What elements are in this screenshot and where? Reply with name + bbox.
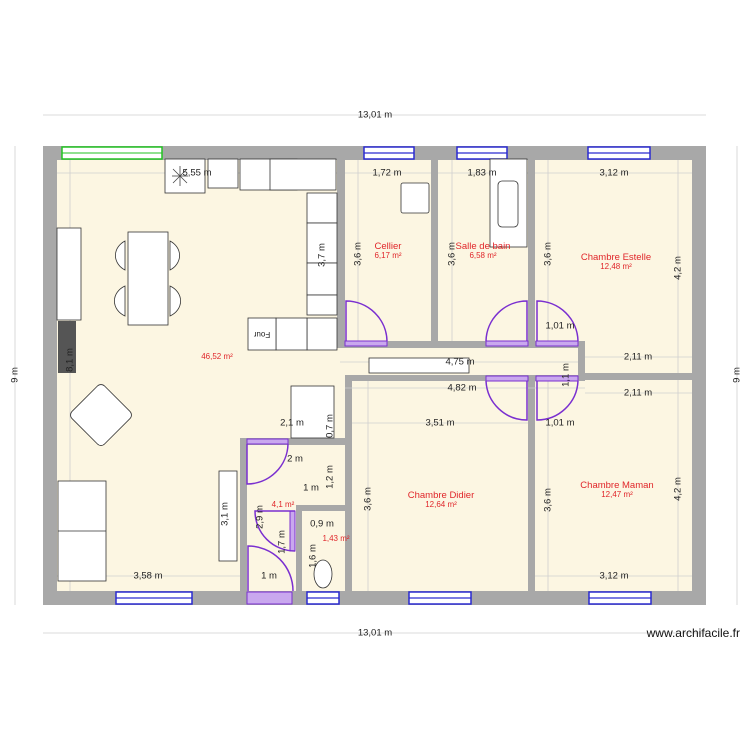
sideboard: [56, 227, 82, 321]
furniture: Four: [56, 158, 528, 589]
dim-label: 1,2 m: [325, 465, 336, 489]
dim-label: 2,11 m: [624, 388, 652, 399]
doors[interactable]: [246, 300, 579, 605]
dim-label: 2,9 m: [255, 505, 266, 529]
room-name-estelle: Chambre Estelle: [581, 252, 651, 263]
dim-label: 2,11 m: [624, 352, 652, 363]
door-entry[interactable]: [246, 545, 294, 605]
sink: [207, 158, 239, 189]
dim-label: 1 m: [261, 571, 277, 582]
dim-label: 3,1 m: [220, 502, 231, 526]
dim-label: 13,01 m: [358, 628, 392, 639]
dim-label: 4,75 m: [445, 357, 474, 368]
dim-label: 5,55 m: [182, 168, 211, 179]
watermark: www.archifacile.fr: [646, 626, 740, 640]
dim-label: 4,2 m: [673, 256, 684, 280]
living-area: 46,52 m²: [201, 352, 233, 361]
dim-label: 3,6 m: [543, 488, 554, 512]
room-area-bathroom-small: 4,1 m²: [272, 500, 295, 509]
dim-label: 3,12 m: [599, 571, 628, 582]
room-area-didier: 12,64 m²: [425, 500, 457, 509]
dim-label: 3,6 m: [363, 487, 374, 511]
room-name-bathroom: Salle de bain: [456, 241, 511, 252]
dim-label: 3,51 m: [425, 418, 454, 429]
dim-label: 1,01 m: [545, 418, 574, 429]
room-area-bathroom: 6,58 m²: [469, 251, 496, 260]
dim-label: 8,1 m: [65, 348, 76, 372]
dimension-labels: 13,01 m 13,01 m 9 m 9 m 5,55 m 1,72 m 1,…: [10, 110, 743, 639]
toilet: [313, 559, 333, 589]
dim-label: 1,83 m: [467, 168, 496, 179]
dim-label: 3,58 m: [133, 571, 162, 582]
dim-label: 1,1 m: [561, 363, 572, 387]
door-wc[interactable]: [254, 510, 296, 552]
windows: [61, 146, 652, 605]
dim-label: 1,01 m: [545, 321, 574, 332]
door-didier[interactable]: [485, 375, 529, 421]
bookshelf: [58, 321, 76, 373]
dim-label: 3,6 m: [353, 242, 364, 266]
dim-label: 2,1 m: [280, 418, 304, 429]
door-estelle[interactable]: [535, 300, 579, 347]
oven-label: Four: [253, 330, 270, 339]
room-area-cellier: 6,17 m²: [374, 251, 401, 260]
room-area-estelle: 12,48 m²: [600, 262, 632, 271]
dining-table: [127, 231, 169, 326]
door-bathroom[interactable]: [485, 300, 529, 347]
dim-label: 1 m: [303, 483, 319, 494]
dim-label: 3,6 m: [543, 242, 554, 266]
dim-label: 1,7 m: [277, 530, 288, 554]
dim-label: 1,72 m: [372, 168, 401, 179]
dim-label: 4,2 m: [673, 477, 684, 501]
door-maman[interactable]: [535, 375, 579, 421]
dim-label: 9 m: [10, 367, 21, 383]
bookshelf-corridor: [368, 357, 470, 374]
dim-label: 3,7 m: [317, 243, 328, 267]
room-name-maman: Chambre Maman: [580, 480, 653, 491]
dim-label: 2 m: [287, 454, 303, 465]
dim-label: 0,9 m: [310, 519, 334, 530]
armchair: [70, 384, 132, 446]
room-name-cellier: Cellier: [375, 241, 402, 252]
dim-label: 3,6 m: [447, 242, 458, 266]
room-area-maman: 12,47 m²: [601, 490, 633, 499]
plant-icon: [172, 166, 188, 186]
room-labels: 46,52 m² Cellier 6,17 m² Salle de bain 6…: [201, 241, 653, 543]
radiator: [218, 470, 238, 562]
walls: [43, 146, 706, 605]
room-area-wc: 1,43 m²: [322, 534, 349, 543]
dim-label: 1,6 m: [308, 544, 319, 568]
storage: [290, 385, 335, 439]
overall-dimension-lines: [14, 114, 738, 634]
door-cellier[interactable]: [344, 300, 388, 347]
washing-machine: [400, 182, 430, 214]
room-name-didier: Chambre Didier: [408, 490, 475, 501]
oven: [247, 317, 277, 351]
dim-label: 3,12 m: [599, 168, 628, 179]
dim-label: 0,7 m: [325, 414, 336, 438]
dim-label: 9 m: [732, 367, 743, 383]
door-bath-small[interactable]: [246, 438, 289, 485]
dim-label: 4,82 m: [447, 383, 476, 394]
dim-label: 13,01 m: [358, 110, 392, 121]
dimension-lines: [57, 160, 692, 591]
